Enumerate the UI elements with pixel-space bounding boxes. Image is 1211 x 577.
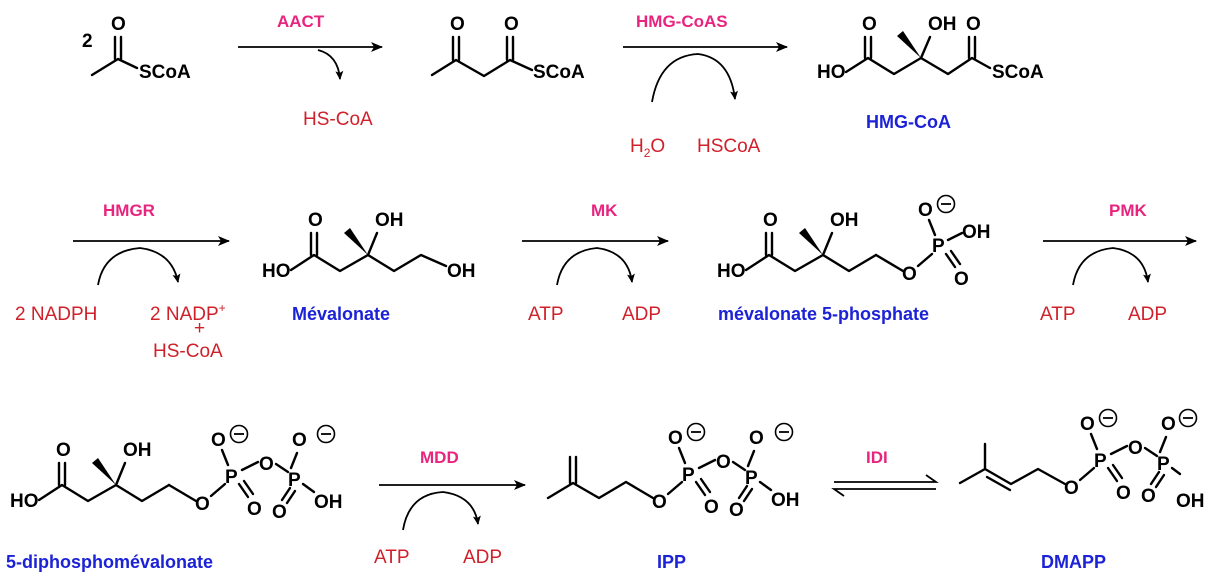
mevalonate-structure: HO O OH OH Mévalonate <box>262 210 476 324</box>
svg-text:O: O <box>668 428 683 449</box>
compound-label-hmg-coa: HMG-CoA <box>866 112 951 132</box>
svg-text:P: P <box>932 236 945 257</box>
stoichiometry-coefficient: 2 <box>82 31 93 52</box>
svg-text:SCoA: SCoA <box>533 62 585 83</box>
ipp-structure: O P O O O P O O OH IPP <box>546 422 800 572</box>
svg-text:SCoA: SCoA <box>992 62 1044 83</box>
svg-text:OH: OH <box>962 222 991 243</box>
svg-text:O: O <box>1080 414 1095 435</box>
svg-text:O: O <box>56 440 71 461</box>
svg-text:O: O <box>1116 483 1131 504</box>
svg-text:OH: OH <box>447 261 476 282</box>
cofactor-h2o: H2O <box>630 136 665 160</box>
svg-text:O: O <box>716 452 731 473</box>
svg-text:O: O <box>292 430 307 451</box>
acetoacetyl-coa-structure: O O SCoA <box>430 14 585 83</box>
svg-text:OH: OH <box>314 492 343 513</box>
enzyme-pmk: PMK <box>1109 201 1148 220</box>
cofactor-adp: ADP <box>622 304 661 325</box>
compound-label-mevalonate: Mévalonate <box>292 304 390 324</box>
svg-text:P: P <box>1157 454 1170 475</box>
aact-reaction-arrow: AACT HS-CoA <box>238 12 383 130</box>
dmapp-structure: O P O O O P O O OH DMAPP <box>958 408 1205 572</box>
svg-text:O: O <box>211 430 226 451</box>
compound-label-mevalonate-5-phosphate: mévalonate 5-phosphate <box>718 304 929 324</box>
plus-sign: + <box>194 318 205 339</box>
svg-text:OH: OH <box>830 210 859 231</box>
svg-text:O: O <box>862 14 877 35</box>
cofactor-hscoa-released: HSCoA <box>697 136 761 157</box>
hmg-coa-structure: HO O OH O SCoA HMG-CoA <box>817 14 1044 132</box>
svg-text:O: O <box>504 14 519 35</box>
svg-text:O: O <box>272 502 287 523</box>
compound-label-dmapp: DMAPP <box>1041 552 1106 572</box>
cofactor-hscoa-released: HS-CoA <box>153 341 223 362</box>
svg-text:O: O <box>1141 486 1156 507</box>
svg-text:O: O <box>763 210 778 231</box>
svg-text:P: P <box>288 470 301 491</box>
hmgr-reaction-arrow: HMGR 2 NADPH 2 NADP+ + HS-CoA <box>15 201 230 362</box>
svg-text:O: O <box>729 500 744 521</box>
svg-text:O: O <box>918 200 933 221</box>
cofactor-adp: ADP <box>463 547 502 568</box>
cofactor-atp: ATP <box>374 547 410 568</box>
compound-label-ipp: IPP <box>657 552 686 572</box>
svg-text:O: O <box>652 492 667 513</box>
svg-text:O: O <box>111 14 126 35</box>
pmk-reaction-arrow: PMK ATP ADP <box>1040 201 1197 325</box>
svg-text:O: O <box>1064 478 1079 499</box>
mk-reaction-arrow: MK ATP ADP <box>522 201 669 325</box>
cofactor-adp: ADP <box>1128 304 1167 325</box>
svg-text:OH: OH <box>123 440 152 461</box>
svg-text:OH: OH <box>771 490 800 511</box>
svg-text:HO: HO <box>717 261 746 282</box>
svg-text:OH: OH <box>1176 491 1205 512</box>
svg-text:HO: HO <box>817 62 846 83</box>
svg-text:O: O <box>902 264 917 285</box>
svg-text:O: O <box>450 14 465 35</box>
svg-text:P: P <box>745 468 758 489</box>
svg-text:HO: HO <box>10 491 39 512</box>
compound-label-diphosphomevalonate: 5-diphosphomévalonate <box>6 552 213 572</box>
svg-text:HO: HO <box>262 261 291 282</box>
svg-text:O: O <box>704 497 719 518</box>
svg-text:O: O <box>1161 414 1176 435</box>
enzyme-hmgr: HMGR <box>103 201 155 220</box>
enzyme-aact: AACT <box>277 12 325 31</box>
diphosphomevalonate-structure: HO O OH O P O O O P O O OH 5-diphosphomé… <box>6 424 343 572</box>
mdd-reaction-arrow: MDD ATP ADP <box>374 448 526 568</box>
enzyme-hmgcoas: HMG-CoAS <box>636 12 728 31</box>
svg-text:P: P <box>1094 451 1107 472</box>
hmgcoas-reaction-arrow: HMG-CoAS H2O HSCoA <box>623 12 788 160</box>
enzyme-mdd: MDD <box>420 448 459 467</box>
svg-text:O: O <box>195 494 210 515</box>
idi-equilibrium-arrows: IDI <box>831 448 939 497</box>
enzyme-idi: IDI <box>866 448 888 467</box>
svg-text:P: P <box>682 465 695 486</box>
svg-text:O: O <box>749 428 764 449</box>
cofactor-atp: ATP <box>1040 304 1076 325</box>
cofactor-nadph: 2 NADPH <box>15 304 97 325</box>
svg-text:OH: OH <box>928 14 957 35</box>
cofactor-hscoa-released: HS-CoA <box>303 109 373 130</box>
acetyl-coa-structure: 2 O SCoA <box>82 14 191 83</box>
svg-text:O: O <box>308 210 323 231</box>
cofactor-atp: ATP <box>528 304 564 325</box>
svg-text:O: O <box>954 269 969 290</box>
svg-text:P: P <box>225 467 238 488</box>
mevalonate-5-phosphate-structure: HO O OH O P O OH O mévalonate 5-phosphat… <box>717 194 991 324</box>
svg-text:O: O <box>966 14 981 35</box>
svg-text:OH: OH <box>375 210 404 231</box>
svg-text:SCoA: SCoA <box>139 62 191 83</box>
cofactor-nadp: 2 NADP+ <box>150 301 226 325</box>
svg-text:O: O <box>247 499 262 520</box>
svg-text:O: O <box>259 454 274 475</box>
svg-text:O: O <box>1128 438 1143 459</box>
enzyme-mk: MK <box>591 201 618 220</box>
